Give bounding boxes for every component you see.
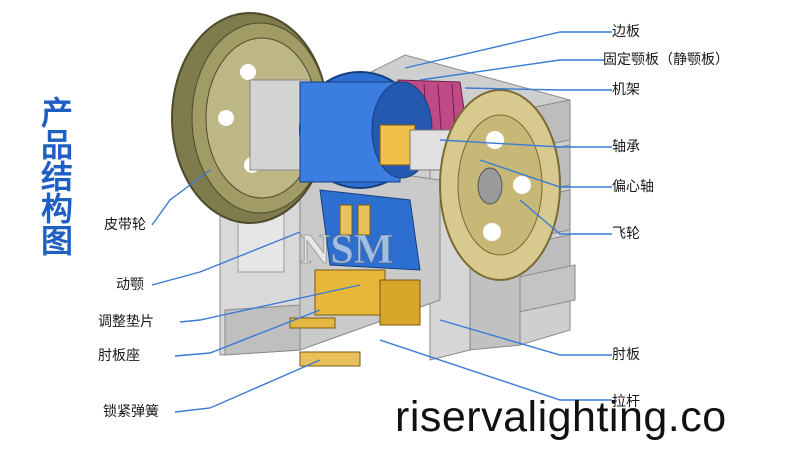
watermark-text: riservalighting.co [395, 393, 727, 441]
label-pull-rod: 拉杆 [612, 394, 640, 410]
label-moving-jaw: 动颚 [116, 277, 144, 293]
label-adjust-shim: 调整垫片 [98, 314, 154, 330]
label-flywheel: 飞轮 [612, 226, 640, 242]
callout-lines [151, 31, 612, 413]
label-toggle-seat: 肘板座 [98, 348, 140, 364]
label-toggle-plate: 肘板 [612, 347, 640, 363]
label-side-plate: 边板 [612, 24, 640, 40]
label-lock-spring: 锁紧弹簧 [103, 404, 159, 420]
label-eccentric-shaft: 偏心轴 [612, 179, 654, 195]
label-pulley: 皮带轮 [104, 217, 146, 233]
brand-mark: NSM [300, 227, 393, 273]
flywheel [439, 89, 561, 281]
label-frame: 机架 [612, 82, 640, 98]
label-fixed-jaw: 固定颚板（静颚板） [603, 52, 729, 68]
diagram-title: 产品结构图 [36, 96, 74, 256]
label-bearing: 轴承 [612, 139, 640, 155]
